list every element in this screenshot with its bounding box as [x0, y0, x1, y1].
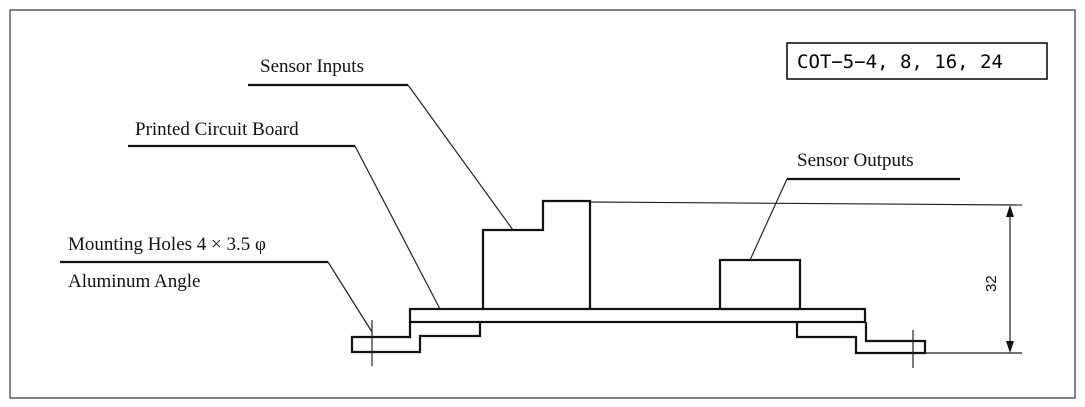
label-sensor-outputs: Sensor Outputs — [797, 150, 914, 171]
arrow-down-icon — [1006, 341, 1014, 353]
model-label: COT−5−4, 8, 16, 24 — [797, 51, 1003, 73]
label-printed-circuit-board: Printed Circuit Board — [135, 119, 299, 140]
leader-mounting-holes — [327, 261, 373, 333]
sensor-input-connector — [481, 199, 592, 309]
aluminum-angle-right — [795, 322, 927, 355]
sensor-output-connector — [718, 258, 802, 311]
frame-border — [9, 9, 1076, 399]
label-sensor-inputs: Sensor Inputs — [260, 56, 364, 77]
label-mounting-holes: Mounting Holes 4 × 3.5 φ — [68, 234, 266, 255]
printed-circuit-board — [408, 307, 867, 324]
arrow-up-icon — [1006, 205, 1014, 217]
dimension-extension-top — [589, 201, 1023, 206]
model-label-box — [786, 42, 1048, 80]
aluminum-angle-left — [350, 322, 482, 354]
leader-pcb — [354, 145, 441, 310]
leader-sensor-inputs — [407, 84, 514, 231]
label-aluminum-angle: Aluminum Angle — [68, 271, 200, 292]
dimension-value: 32 — [983, 275, 1000, 292]
leader-sensor-outputs — [749, 178, 788, 261]
